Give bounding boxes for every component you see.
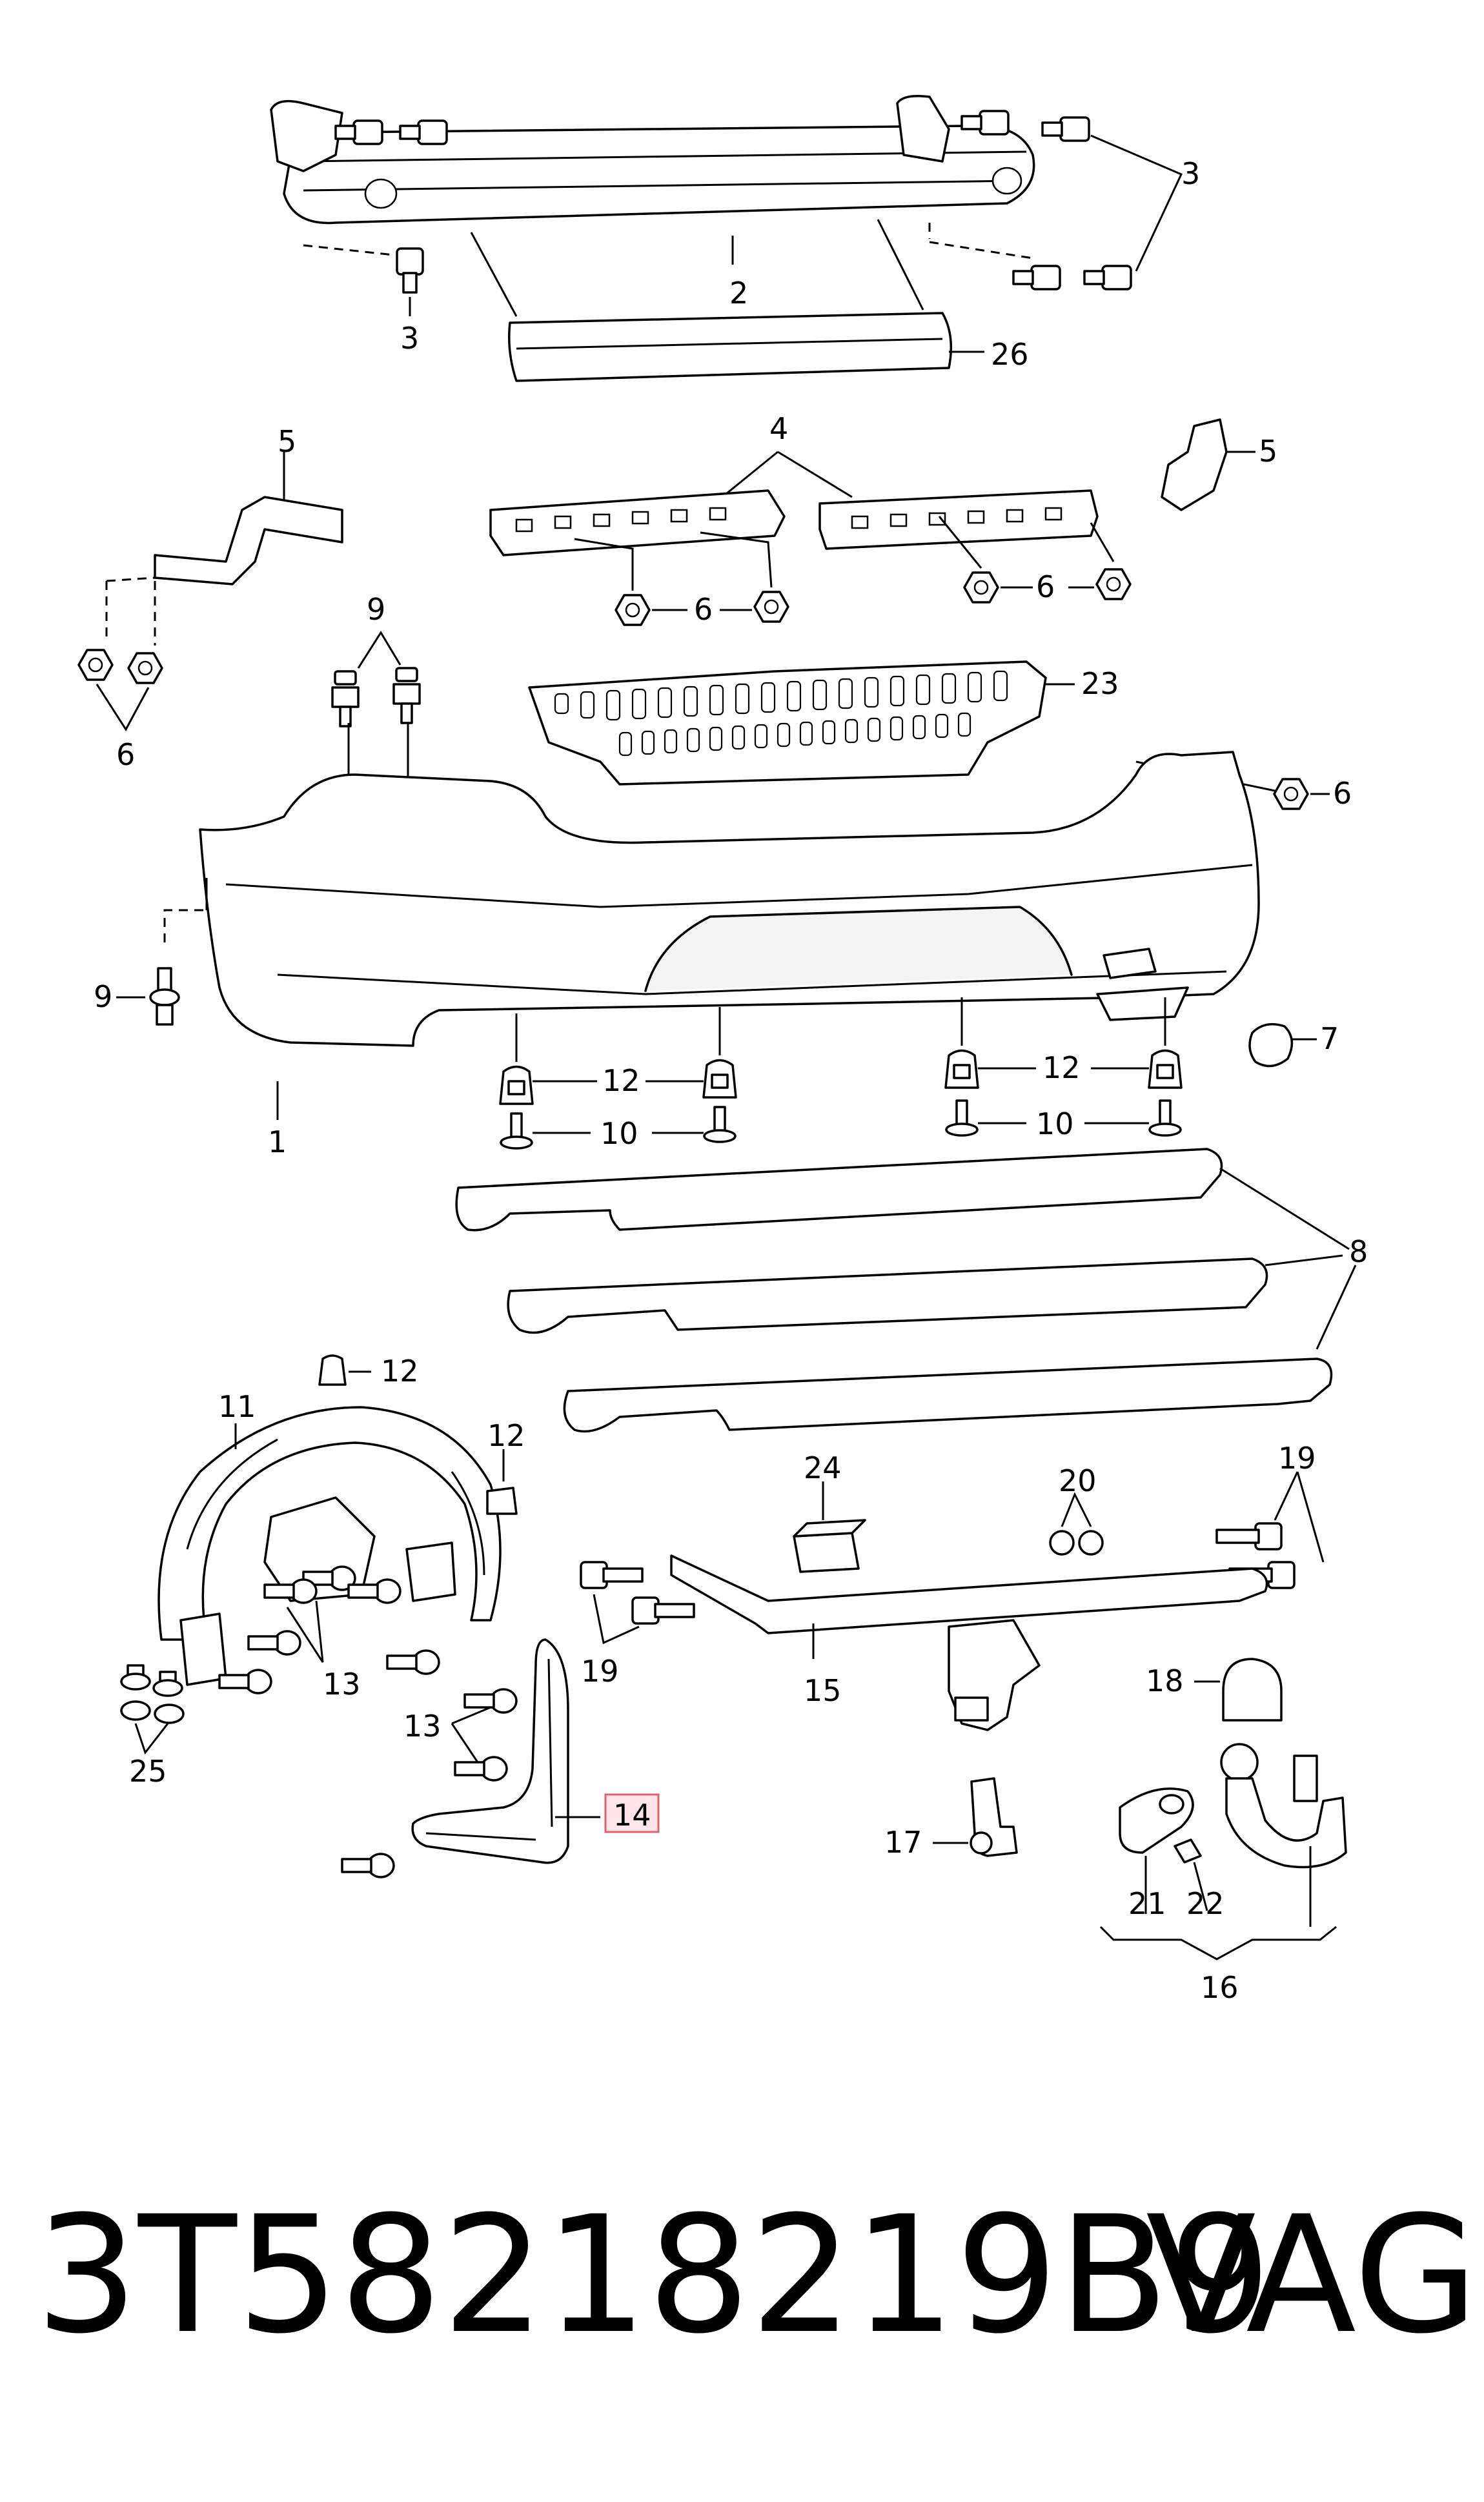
exploded-parts-diagram: 2 3 3 26 5 5 4 6 6 6 6 9 9 23 1 7 12 12 … bbox=[77, 95, 1368, 2005]
callout-3: 3 bbox=[400, 321, 419, 356]
trim-strip bbox=[508, 312, 953, 382]
nut-set-6 bbox=[77, 568, 1309, 810]
callout-24: 24 bbox=[804, 1450, 842, 1485]
callout-23: 23 bbox=[1081, 666, 1119, 701]
callout-20: 20 bbox=[1059, 1463, 1097, 1498]
callout-14: 14 bbox=[613, 1798, 651, 1833]
callout-21: 21 bbox=[1128, 1886, 1166, 1921]
callout-12: 12 bbox=[602, 1063, 640, 1098]
callout-1: 1 bbox=[268, 1124, 287, 1159]
callout-19: 19 bbox=[581, 1654, 619, 1689]
callout-22: 22 bbox=[1186, 1886, 1225, 1921]
clip-set-12-left bbox=[318, 1354, 518, 1515]
control-unit-box bbox=[793, 1519, 866, 1573]
part-number-label: 3T58218219B9 bbox=[36, 2181, 1272, 2369]
bumper-reinforcement-bar bbox=[270, 95, 1035, 225]
mounting-plate bbox=[528, 660, 1047, 786]
callout-12: 12 bbox=[381, 1354, 419, 1388]
callout-7: 7 bbox=[1320, 1021, 1339, 1056]
tow-eye-cap bbox=[1248, 1022, 1294, 1068]
callout-6: 6 bbox=[1036, 569, 1055, 604]
right-side-bracket bbox=[1161, 418, 1228, 511]
clip-set-9 bbox=[149, 667, 421, 1026]
callout-6: 6 bbox=[116, 737, 135, 772]
right-guide-bracket bbox=[818, 489, 1099, 550]
callout-5: 5 bbox=[278, 424, 296, 459]
callout-16: 16 bbox=[1201, 1970, 1239, 2005]
callout-19: 19 bbox=[1278, 1441, 1316, 1476]
highlighted-part-14: 14 bbox=[604, 1793, 660, 1833]
callout-17: 17 bbox=[884, 1825, 922, 1860]
tow-bar-crossmember bbox=[670, 1554, 1268, 1731]
callout-26: 26 bbox=[991, 337, 1029, 372]
socket-plug bbox=[1119, 1787, 1194, 1854]
callout-2: 2 bbox=[729, 276, 748, 310]
ball-cap bbox=[1222, 1658, 1283, 1722]
callout-4: 4 bbox=[769, 411, 788, 446]
callout-8: 8 bbox=[1349, 1234, 1368, 1269]
detachable-tow-ball bbox=[1220, 1743, 1347, 1869]
callout-6: 6 bbox=[1333, 776, 1352, 811]
left-side-bracket bbox=[154, 496, 343, 585]
callout-12: 12 bbox=[487, 1418, 525, 1453]
nut-set-25 bbox=[120, 1664, 185, 1724]
callout-9: 9 bbox=[367, 592, 385, 627]
callout-13: 13 bbox=[323, 1667, 361, 1702]
bumper-cover bbox=[163, 751, 1260, 1047]
callout-10: 10 bbox=[600, 1116, 638, 1151]
callout-25: 25 bbox=[129, 1754, 167, 1789]
callout-13: 13 bbox=[403, 1709, 442, 1744]
callout-18: 18 bbox=[1146, 1663, 1184, 1698]
callout-11: 11 bbox=[218, 1389, 256, 1424]
connector-plug bbox=[970, 1777, 1018, 1857]
diffuser-trim-set bbox=[455, 1148, 1333, 1433]
callout-12: 12 bbox=[1042, 1050, 1081, 1085]
screw-set-10 bbox=[500, 1099, 1182, 1150]
grommet-pair bbox=[1049, 1530, 1104, 1556]
callout-15: 15 bbox=[804, 1673, 842, 1708]
screw-set-13 bbox=[218, 1565, 518, 1878]
callout-9: 9 bbox=[94, 979, 112, 1014]
brand-label: VAG bbox=[1146, 2181, 1479, 2369]
callout-6: 6 bbox=[694, 592, 713, 627]
clip-set-12 bbox=[499, 1049, 1183, 1105]
wheel-arch-liner bbox=[158, 1406, 502, 1686]
callout-3: 3 bbox=[1181, 156, 1200, 191]
callout-10: 10 bbox=[1036, 1106, 1074, 1141]
callout-5: 5 bbox=[1259, 434, 1277, 469]
bolt-set-3 bbox=[334, 110, 1132, 294]
release-key bbox=[1174, 1838, 1202, 1864]
mud-flap bbox=[411, 1638, 569, 1864]
